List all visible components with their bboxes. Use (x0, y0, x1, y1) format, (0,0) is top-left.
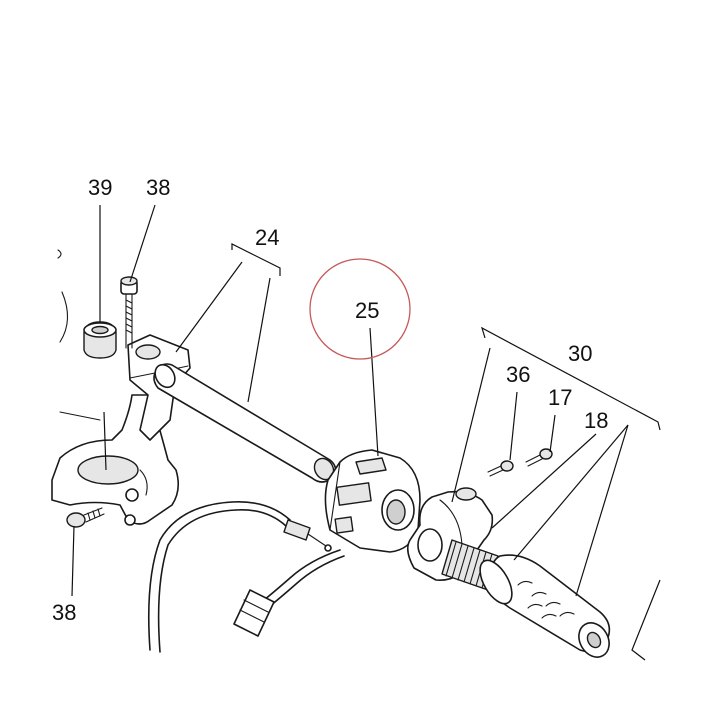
callout-36: 36 (506, 362, 530, 387)
leader-bracket (103, 411, 107, 471)
callout-39: 39 (88, 175, 112, 200)
switch-housing-25 (324, 449, 421, 553)
tube-start (154, 363, 176, 389)
connector-plug (233, 589, 275, 637)
leader-30a (451, 347, 491, 503)
screw-17 (525, 448, 553, 467)
grip-pattern (517, 580, 575, 619)
edge-fragment-2 (59, 291, 69, 343)
highlight-circle (309, 258, 411, 360)
callout-18: 18 (584, 408, 608, 433)
throttle-grip-assembly-30 (406, 448, 611, 658)
leader-18c (575, 424, 629, 597)
wire-to-connector (263, 549, 341, 601)
bracket-edge-line (59, 411, 101, 421)
bracket-web-line (139, 469, 148, 496)
leader-18b (513, 424, 629, 561)
leader-38-top (129, 204, 156, 283)
switch-button-upper (336, 482, 372, 506)
switch-top-button (355, 457, 387, 475)
cable-upper-2 (235, 509, 287, 527)
bolt-38-bottom (66, 507, 105, 528)
screw-36 (487, 460, 514, 477)
leader-18a (491, 433, 597, 529)
sleeve-ribs (445, 541, 493, 589)
throttle-housing-boss (455, 487, 477, 501)
leader-24a (175, 261, 243, 353)
edge-fragment (57, 249, 62, 259)
cable-inner-wire (307, 533, 327, 547)
callout-24: 24 (255, 225, 279, 250)
cable-nipple (324, 544, 332, 552)
grip-inner-end (479, 559, 513, 605)
bracket-30 (481, 326, 661, 431)
bolt-38-top (120, 276, 138, 349)
handlebar-clamp-assembly (51, 249, 191, 528)
wire-to-connector-2 (269, 555, 345, 607)
leader-lines (71, 204, 661, 661)
leader-36 (509, 391, 518, 461)
grip-end-hole (586, 631, 602, 649)
callout-38-top: 38 (146, 175, 170, 200)
leader-30b (631, 579, 661, 661)
bracket-bore (77, 455, 139, 485)
leader-17 (549, 414, 556, 453)
callout-38-bottom: 38 (52, 600, 76, 625)
housing-edge (329, 461, 341, 531)
handlebar-tube-24 (153, 363, 337, 483)
connector-ribs (239, 599, 269, 623)
throttle-housing-edge (439, 499, 463, 546)
cable-end-fitting (283, 519, 311, 541)
clamp-bolt-hole (135, 344, 161, 360)
switch-button-lower (334, 516, 354, 534)
throttle-housing-bore (417, 528, 443, 562)
callout-25: 25 (355, 298, 379, 323)
cable-upper (231, 501, 291, 521)
bracket-24 (231, 243, 281, 276)
callout-17: 17 (548, 385, 572, 410)
cable-outer (147, 501, 233, 651)
wiring-harness (147, 501, 345, 653)
bracket-hole-2 (124, 514, 136, 526)
leader-25 (369, 327, 379, 457)
callout-30: 30 (568, 341, 592, 366)
leader-38-bottom (71, 525, 75, 597)
cable-outer-2 (157, 509, 237, 653)
bushing-39 (83, 321, 117, 359)
bracket-hole (125, 488, 139, 502)
housing-bore-inner (386, 499, 406, 525)
leader-24b (247, 277, 271, 403)
